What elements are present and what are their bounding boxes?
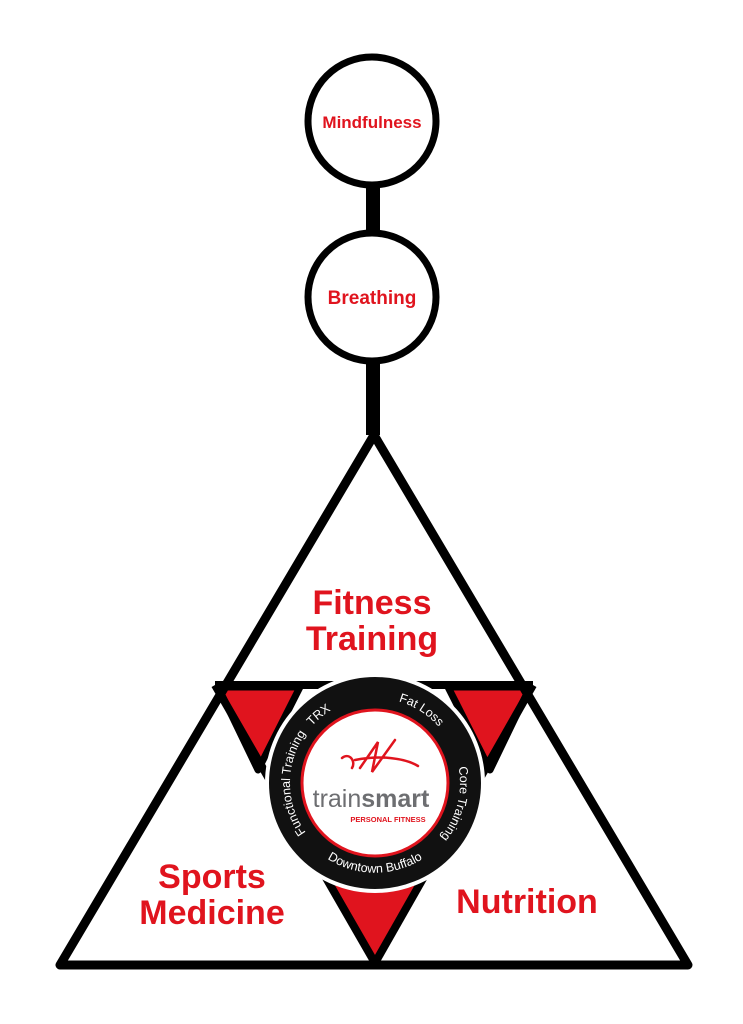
trainsmart-swoosh-icon <box>340 738 420 773</box>
label-fitness-training-line1: Fitness <box>312 584 431 622</box>
label-nutrition: Nutrition <box>456 883 598 921</box>
trainsmart-logo-badge: TRX Fat Loss Core Training Functional Tr… <box>265 673 485 893</box>
label-sports-medicine-line1: Sports <box>158 858 266 896</box>
pyramid-outline <box>55 430 693 970</box>
label-breathing: Breathing <box>328 288 417 309</box>
mindfulness-circle <box>304 53 440 189</box>
connector-stem-bottom <box>366 355 380 435</box>
breathing-circle <box>304 229 440 365</box>
logo-wordmark: trainsmart <box>313 785 430 813</box>
label-fitness-training-line2: Training <box>306 620 438 658</box>
logo-tagline: PERSONAL FITNESS <box>350 815 425 824</box>
label-mindfulness: Mindfulness <box>322 113 421 132</box>
badge-inner-disc <box>300 708 450 858</box>
label-sports-medicine-line2: Medicine <box>139 894 284 932</box>
connector-stem-top <box>366 180 380 240</box>
